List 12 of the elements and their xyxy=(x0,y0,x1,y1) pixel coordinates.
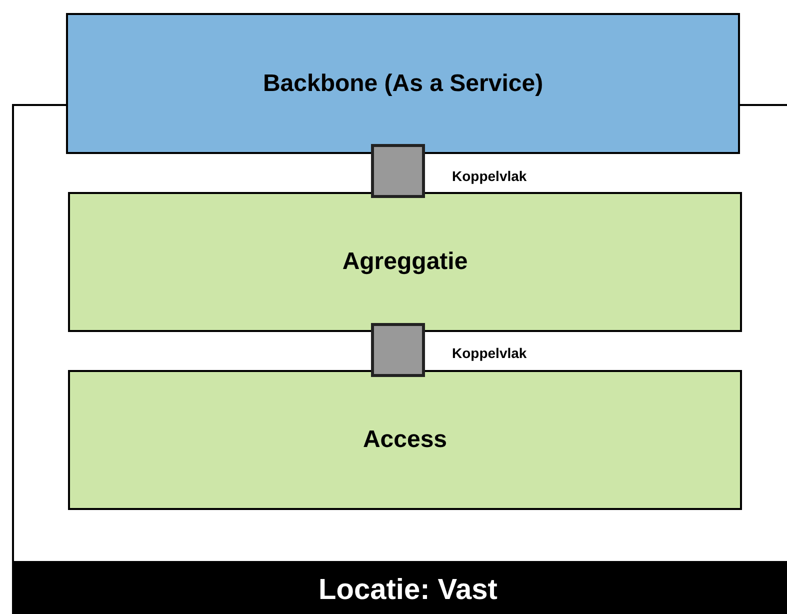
layer-box xyxy=(68,192,742,332)
layer-title: Agreggatie xyxy=(342,248,468,276)
layer-title: Access xyxy=(362,426,448,454)
interface-label: Koppelvlak xyxy=(452,345,527,361)
connector-square xyxy=(371,323,425,377)
location-band: Locatie: Vast xyxy=(14,561,787,614)
layer-title: Backbone (As a Service) xyxy=(262,70,544,98)
connector-square xyxy=(371,144,425,198)
layer-box xyxy=(68,370,742,510)
layer-box xyxy=(66,13,740,154)
interface-label: Koppelvlak xyxy=(452,168,527,184)
location-frame xyxy=(12,104,787,614)
